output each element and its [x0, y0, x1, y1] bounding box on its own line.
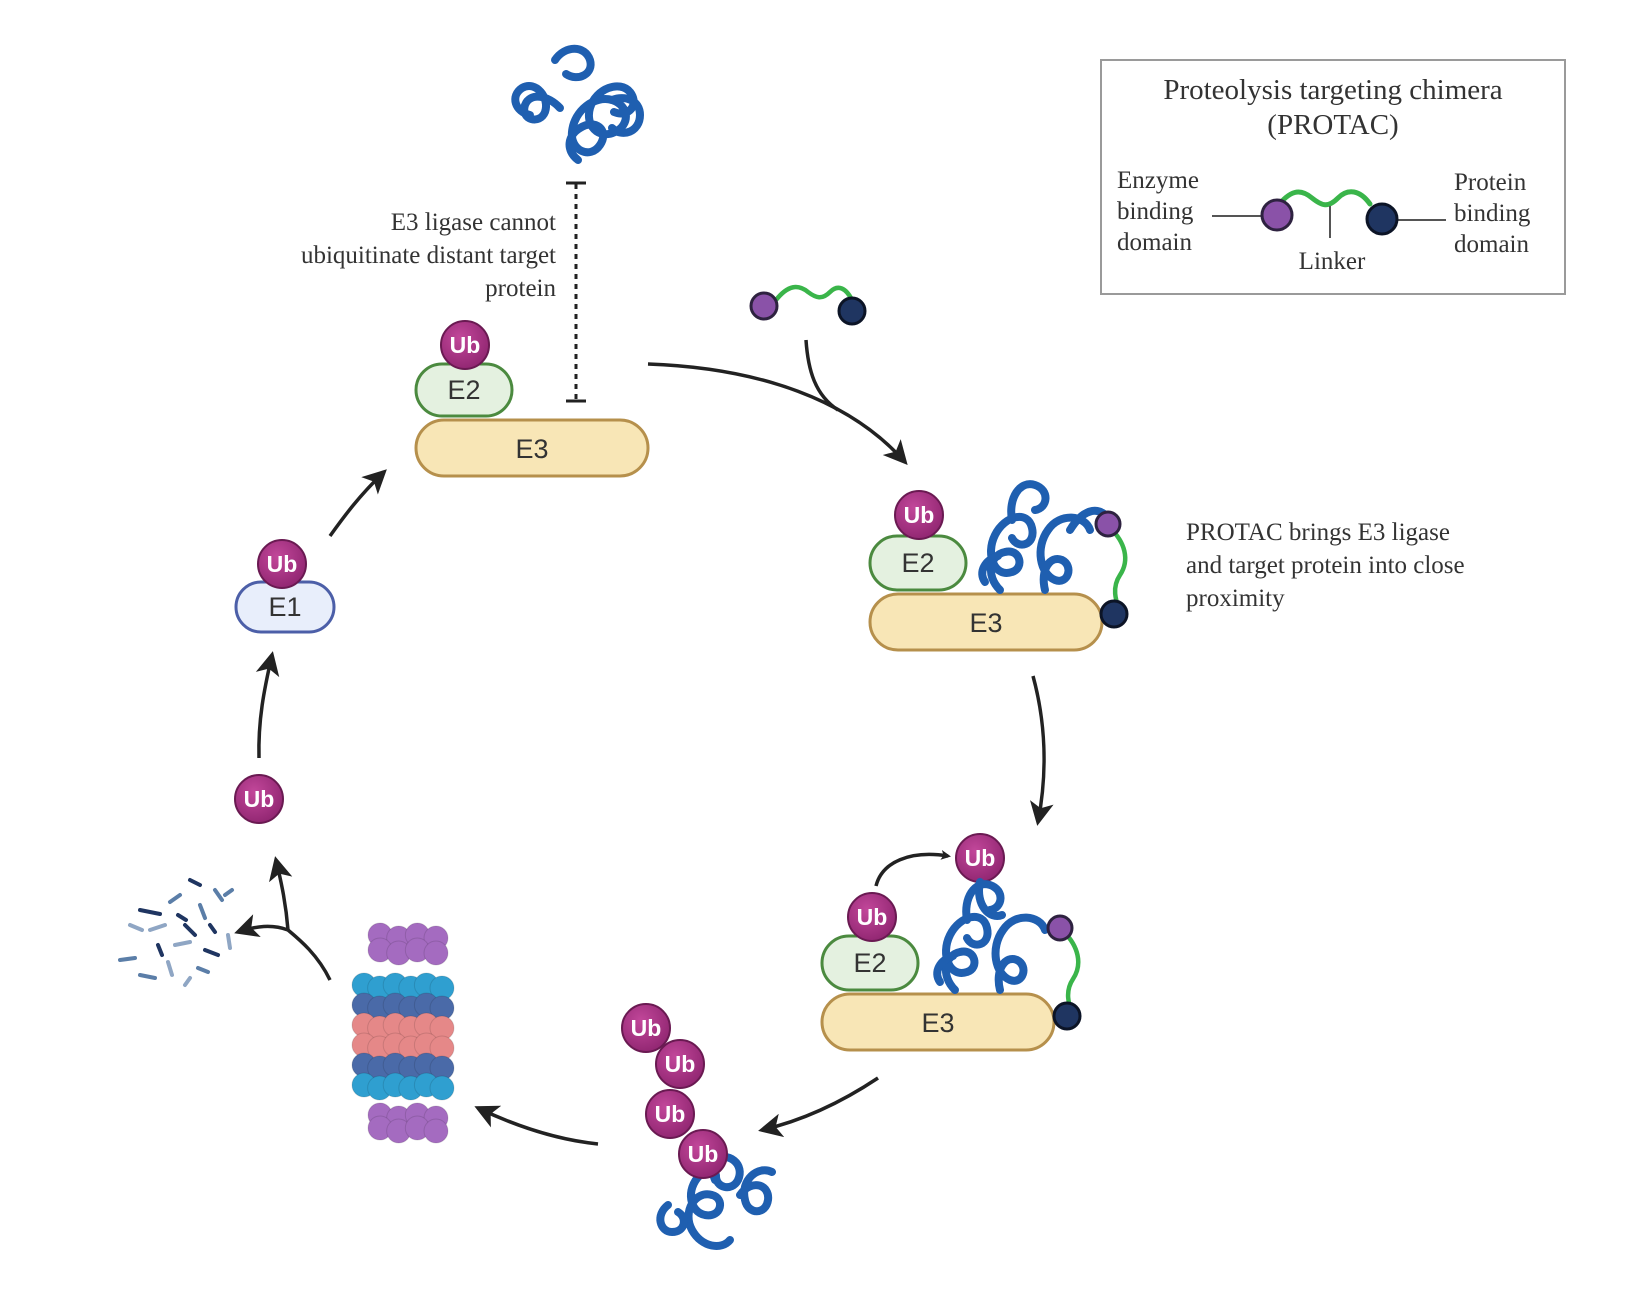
peptide-fragment: [138, 908, 162, 916]
arrow-to-fragments: [234, 914, 289, 938]
free-ubiquitin: Ub: [234, 774, 284, 824]
peptide-fragment: [118, 956, 137, 962]
arrow-to-free-ub: [268, 856, 293, 931]
legend-title: Proteolysis targeting chimera: [1163, 74, 1502, 106]
e1-label: E1: [268, 592, 301, 622]
protac-legend: Proteolysis targeting chimera (PROTAC) E…: [1100, 59, 1566, 295]
arrow-to-e1: [255, 651, 280, 759]
arrow-protac-entry: [804, 339, 839, 412]
stage-e3-complex-top: E3 E2 Ub: [414, 320, 650, 478]
peptide-fragment: [173, 940, 192, 947]
ub-label-free: Ub: [244, 786, 275, 812]
peptide-fragment: [213, 888, 224, 902]
ub-label: Ub: [450, 332, 481, 358]
legend-enzyme-label-3: domain: [1117, 229, 1192, 256]
peptide-fragment: [188, 878, 202, 887]
e2-label-3: E2: [853, 948, 886, 978]
peptide-fragment: [208, 923, 217, 934]
distant-note-line-3: protein: [485, 275, 556, 302]
protac-icon: [749, 284, 867, 326]
inhibition-line: [566, 181, 586, 403]
e2-label-2: E2: [901, 548, 934, 578]
peptide-fragment: [138, 973, 157, 980]
ub-label-2: Ub: [904, 502, 935, 528]
peptide-fragment: [226, 933, 232, 950]
peptide-fragment: [156, 943, 164, 957]
peptide-fragment: [166, 960, 174, 977]
peptide-fragment: [196, 966, 210, 974]
ub-label-4: Ub: [965, 845, 996, 871]
peptide-fragment: [203, 948, 220, 957]
stage-e1: E1 Ub: [234, 539, 336, 634]
proteasome-subunit: [429, 1075, 455, 1101]
arrow-to-e3-complex: [328, 469, 387, 538]
arrow-to-proteasome: [474, 1105, 599, 1146]
legend-protein-label-3: domain: [1454, 231, 1529, 258]
proximity-note-line-1: PROTAC brings E3 ligase: [1186, 519, 1450, 546]
stage-ub-transfer: E3 E2 Ub Ub: [820, 833, 1082, 1052]
proximity-note-line-3: proximity: [1186, 585, 1285, 612]
e3-label-3: E3: [921, 1008, 954, 1038]
peptide-fragments-icon: [118, 878, 234, 987]
legend-protein-label-1: Protein: [1454, 169, 1527, 196]
e2-label: E2: [447, 375, 480, 405]
proteasome-subunit: [423, 1118, 449, 1144]
e3-label-2: E3: [969, 608, 1002, 638]
peptide-fragment: [183, 976, 192, 987]
stage-ternary-complex: E3 E2 Ub: [868, 480, 1129, 652]
legend-enzyme-label-2: binding: [1117, 198, 1194, 225]
legend-title-abbrev: (PROTAC): [1267, 109, 1398, 141]
peptide-fragment: [223, 888, 234, 897]
ub-label-3: Ub: [857, 904, 888, 930]
legend-protac-icon: [1212, 189, 1446, 238]
ub-chain-4: Ub: [688, 1141, 719, 1167]
arrow-to-polyub: [758, 1076, 879, 1138]
target-protein-icon: [511, 44, 644, 164]
ub-chain-1: Ub: [631, 1015, 662, 1041]
peptide-fragment: [176, 913, 188, 922]
peptide-fragment: [198, 903, 207, 920]
peptide-fragment: [148, 923, 167, 932]
ub-label-e1: Ub: [267, 551, 298, 577]
stage-polyubiquitinated-protein: Ub Ub Ub Ub: [621, 1003, 776, 1250]
distant-note-line-1: E3 ligase cannot: [391, 209, 556, 236]
peptide-fragment: [183, 923, 197, 937]
legend-protein-label-2: binding: [1454, 200, 1531, 227]
proteasome-icon: [351, 922, 455, 1144]
distant-note-line-2: ubiquitinate distant target: [301, 242, 556, 269]
arrow-proteasome-out: [286, 928, 332, 981]
e3-ligase: [414, 418, 650, 478]
proximity-note-line-2: and target protein into close: [1186, 552, 1465, 579]
ub-chain-2: Ub: [665, 1051, 696, 1077]
legend-enzyme-label-1: Enzyme: [1117, 167, 1199, 194]
arrow-to-ub-transfer: [1029, 675, 1054, 826]
e3-label: E3: [515, 434, 548, 464]
peptide-fragment: [128, 923, 144, 932]
ub-chain-3: Ub: [655, 1101, 686, 1127]
proteasome-subunit: [423, 940, 449, 966]
peptide-fragment: [168, 893, 182, 904]
legend-linker-label: Linker: [1299, 248, 1366, 275]
ubiquitin: [440, 320, 490, 370]
arrow-to-protac-complex: [647, 362, 908, 465]
